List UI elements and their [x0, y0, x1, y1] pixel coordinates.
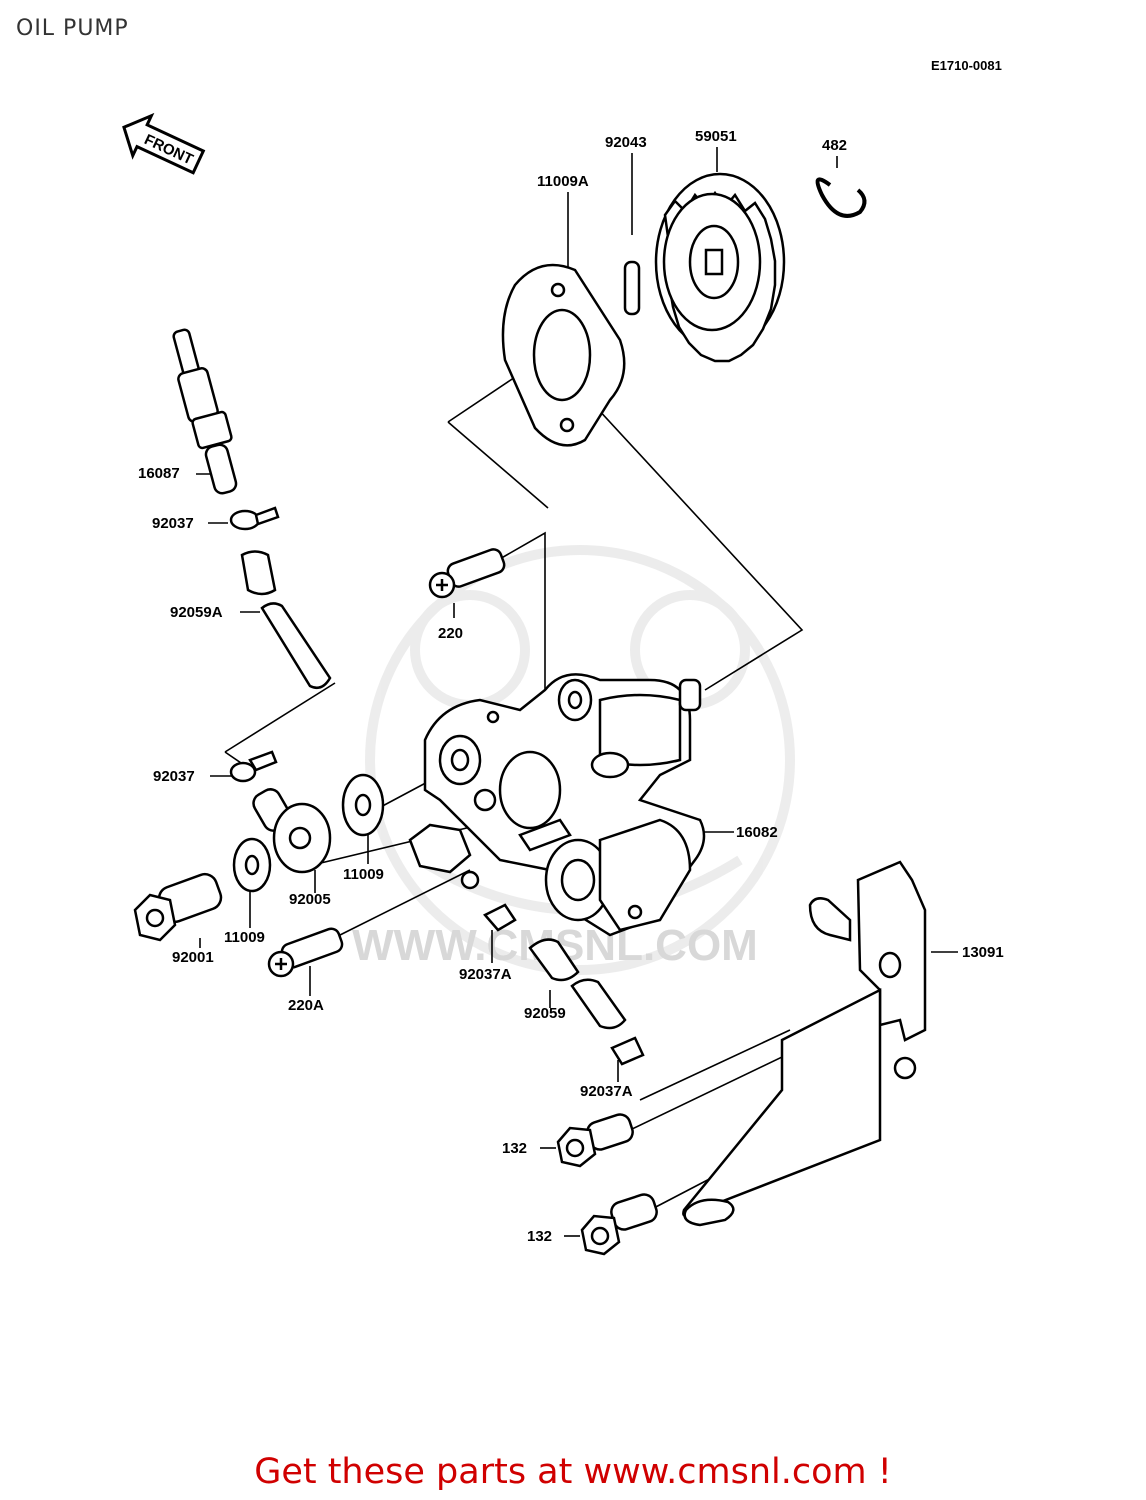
sealing-washer-lower	[232, 837, 272, 893]
part-label[interactable]: 92001	[172, 949, 214, 966]
part-label[interactable]: 92037	[152, 515, 194, 532]
part-label[interactable]: 92005	[289, 891, 331, 908]
part-label[interactable]: 92059	[524, 1005, 566, 1022]
part-label[interactable]: 92037A	[580, 1083, 633, 1100]
oil-pump-body	[408, 673, 706, 937]
banjo-bolt	[133, 872, 223, 942]
part-label[interactable]: 11009A	[537, 173, 589, 190]
hose-clamp-lower	[229, 750, 278, 783]
part-label[interactable]: 482	[822, 137, 848, 154]
sealing-washer-upper	[341, 773, 385, 837]
pump-bracket	[682, 860, 927, 1227]
front-arrow-icon: FRONT	[122, 112, 206, 175]
diagram-code: E1710-0081	[931, 58, 1002, 73]
part-label[interactable]: 132	[502, 1140, 528, 1157]
part-label[interactable]: 132	[527, 1228, 553, 1245]
oil-pipe-fitting	[172, 328, 238, 495]
part-label[interactable]: 220	[438, 625, 464, 642]
part-label[interactable]: 92037	[153, 768, 195, 785]
part-label[interactable]: 92037A	[459, 966, 512, 983]
circlip	[815, 177, 867, 218]
oil-pump-gear	[654, 172, 786, 363]
hose-clamp	[229, 506, 280, 531]
part-label[interactable]: 16082	[736, 824, 778, 841]
part-label[interactable]: 13091	[962, 944, 1004, 961]
dowel-pin	[623, 260, 641, 316]
pump-gasket	[501, 263, 626, 447]
oil-hose-short	[528, 938, 627, 1030]
part-label[interactable]: 11009	[224, 929, 265, 946]
bracket-bolt-lower	[580, 1193, 658, 1256]
small-clamp-upper	[460, 870, 517, 932]
part-label[interactable]: 11009	[343, 866, 384, 883]
part-label[interactable]: 59051	[695, 128, 737, 145]
page-title: OIL PUMP	[16, 16, 129, 41]
pump-screw	[428, 548, 506, 599]
pump-screw-lower	[267, 927, 344, 978]
oil-hose	[240, 550, 332, 689]
part-label[interactable]: 16087	[138, 465, 180, 482]
banjo-fitting	[252, 788, 332, 874]
promo-banner[interactable]: Get these parts at www.cmsnl.com !	[254, 1452, 892, 1492]
small-clamp-lower	[610, 1036, 645, 1066]
part-label[interactable]: 220A	[288, 997, 324, 1014]
bracket-bolt-upper	[556, 1113, 634, 1168]
part-label[interactable]: 92043	[605, 134, 647, 151]
part-label[interactable]: 92059A	[170, 604, 223, 621]
